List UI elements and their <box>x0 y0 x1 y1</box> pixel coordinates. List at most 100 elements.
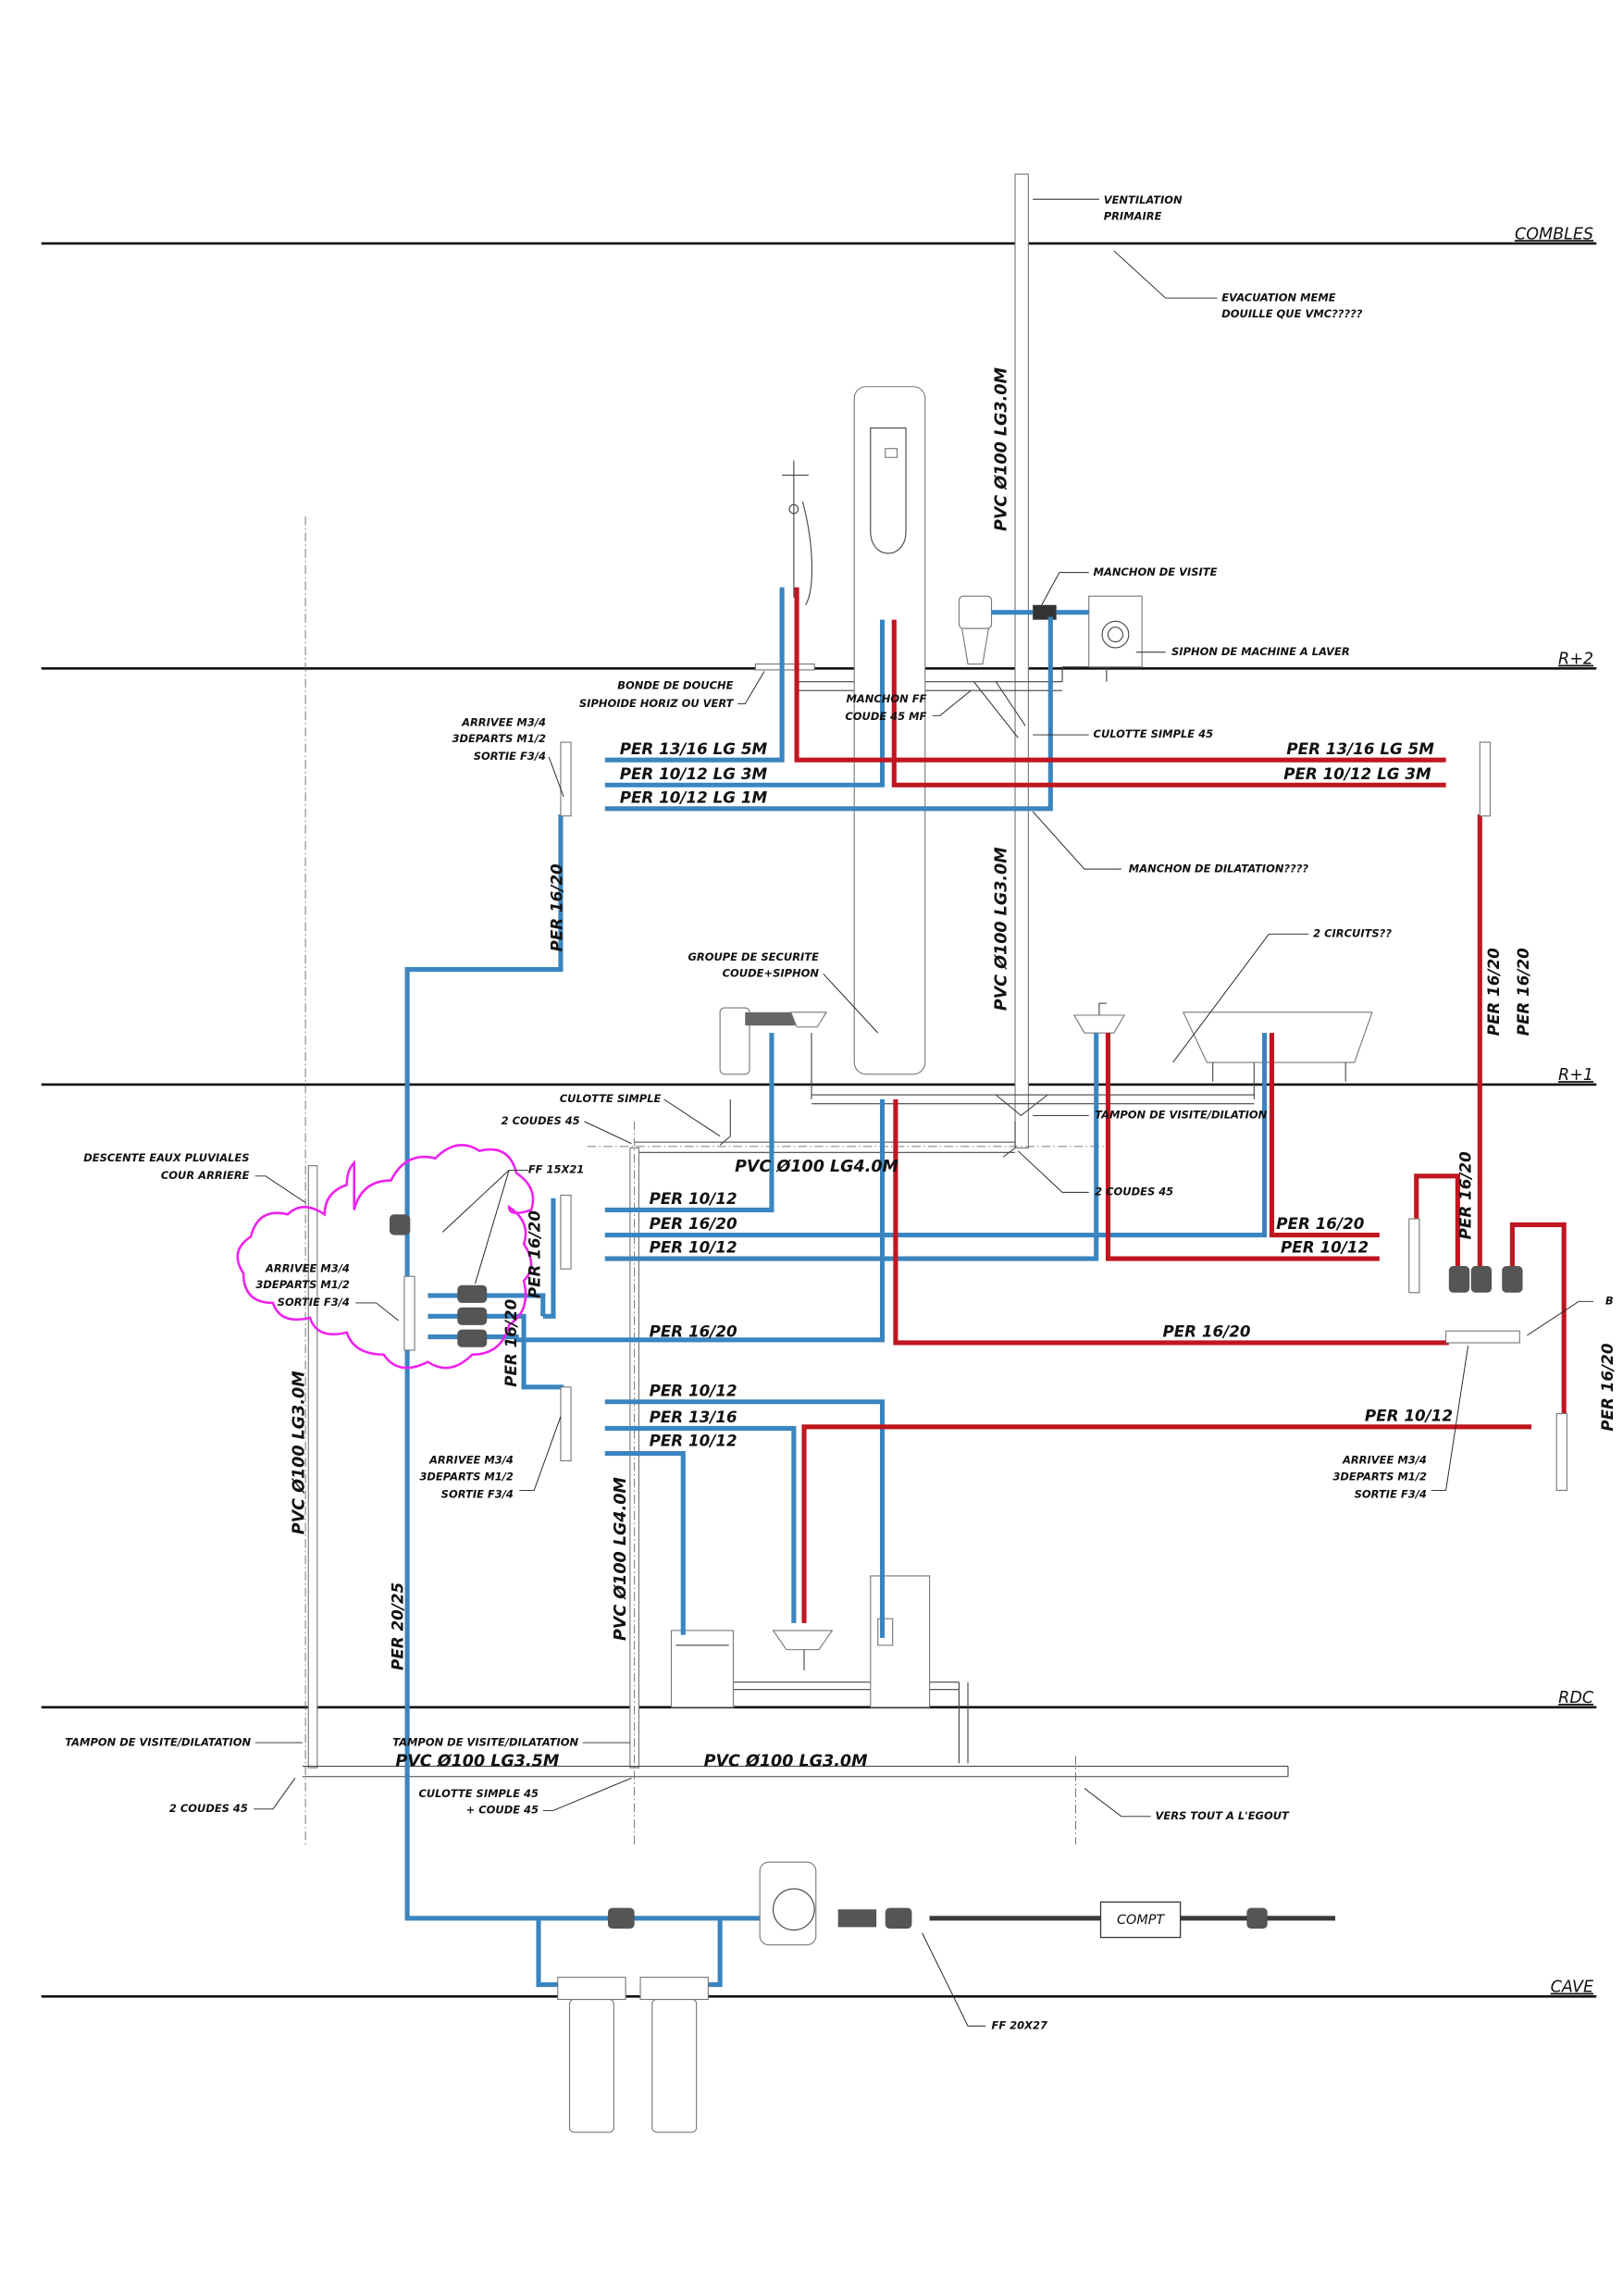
manifold-b <box>1445 1330 1520 1344</box>
level-label-r2: R+2 <box>1558 651 1593 669</box>
manifold-rdc-cold <box>560 1386 572 1462</box>
label-descente-1: DESCENTE EAUX PLUVIALES <box>83 1151 249 1164</box>
meter-label: COMPT <box>1117 1913 1165 1928</box>
per-13-16-cold-shower <box>604 587 785 763</box>
manifold-r2-hot <box>1479 741 1492 817</box>
label-pvc-vent-upper: PVC Ø100 LG3.0M <box>992 367 1010 531</box>
label-tampon-r1: TAMPON DE VISITE/DILATION <box>1095 1109 1268 1122</box>
safety-group-icon <box>719 1007 827 1075</box>
label-culotte-simple: CULOTTE SIMPLE <box>560 1092 662 1105</box>
label-collector-rdc-3: SORTIE F3/4 <box>441 1487 514 1500</box>
water-meter: COMPT <box>1099 1901 1182 1939</box>
water-filter-icons <box>557 1977 709 2133</box>
label-per-10-12-1m-cold: PER 10/12 LG 1M <box>620 788 768 806</box>
label-per-16-20-bath: PER 16/20 <box>650 1214 737 1233</box>
label-manchon-visite: MANCHON DE VISITE <box>1094 565 1218 578</box>
label-manchon-ff-1: MANCHON FF <box>846 692 926 705</box>
label-culotte-coude-2: + COUDE 45 <box>466 1804 539 1817</box>
per-10-12-safety-group <box>604 1033 774 1213</box>
level-label-combles: COMBLES <box>1515 225 1593 243</box>
rdc-appliance-drain <box>683 1682 969 1764</box>
label-ventilation-1: VENTILATION <box>1104 193 1183 206</box>
shower-icon <box>754 460 815 671</box>
valve-link-2 <box>1509 1222 1567 1420</box>
per-10-12-hot-basin <box>891 619 1446 788</box>
label-tampon-mid: TAMPON DE VISITE/DILATATION <box>392 1735 578 1748</box>
label-pvc-vent-lower: PVC Ø100 LG3.0M <box>992 847 1010 1011</box>
label-collector-r2-2: 3DEPARTS M1/2 <box>452 732 546 745</box>
label-ff-15x21: FF 15X21 <box>528 1163 584 1176</box>
per-16-20-bath-cold <box>604 1033 1268 1238</box>
label-per-16-20-heater-cold: PER 16/20 <box>650 1322 737 1341</box>
label-collector-r2-1: ARRIVEE M3/4 <box>461 715 546 728</box>
label-egout: VERS TOUT A L'EGOUT <box>1156 1809 1290 1822</box>
label-per-20-25: PER 20/25 <box>388 1582 406 1670</box>
per-10-12-basin-cold <box>604 1033 1099 1261</box>
valve-link-1 <box>1414 1173 1460 1272</box>
label-collector-cloud-1: ARRIVEE M3/4 <box>265 1261 350 1274</box>
fridge-icon <box>870 1575 931 1708</box>
rainwater-downpipe <box>307 1165 318 1769</box>
kitchen-sink-icon <box>772 1630 834 1670</box>
manifold-r2-cold <box>560 741 572 817</box>
rdc-horizontal-pvc <box>302 1766 1289 1778</box>
label-per-10-12-safety: PER 10/12 <box>650 1189 737 1208</box>
per-10-12-cold-wm <box>604 610 1089 812</box>
label-groupe-2: COUDE+SIPHON <box>723 967 820 980</box>
label-collector-cloud-2: 3DEPARTS M1/2 <box>255 1278 350 1291</box>
label-bonde-2: SIPHOIDE HORIZ OU VERT <box>579 697 735 710</box>
label-pvc-rdc-left: PVC Ø100 LG3.5M <box>395 1753 559 1771</box>
r2-culotte <box>973 681 1026 738</box>
label-per-13-16-5m-cold: PER 13/16 LG 5M <box>620 739 768 758</box>
per-16-20-bath-hot <box>1269 1033 1380 1238</box>
manifold-r1-hot <box>1408 1218 1420 1294</box>
label-siphon-machine: SIPHON DE MACHINE A LAVER <box>1171 645 1350 658</box>
annotations: VENTILATION PRIMAIRE EVACUATION MEME DOU… <box>65 193 1614 2031</box>
pvc-drainage <box>302 173 1289 1845</box>
label-collector-rdc-1: ARRIVEE M3/4 <box>428 1454 514 1467</box>
per-16-20-heater-hot <box>893 1098 1449 1346</box>
r1-drain-branch <box>811 1033 1255 1105</box>
label-per-10-12-basin-hot: PER 10/12 <box>1281 1238 1369 1257</box>
label-groupe-1: GROUPE DE SECURITE <box>688 950 820 963</box>
label-per-13-16-sink: PER 13/16 <box>650 1408 737 1426</box>
manifold-r1-cold <box>560 1194 572 1270</box>
level-label-cave: CAVE <box>1551 1979 1594 1997</box>
per-10-12-sink-hot <box>801 1424 1532 1623</box>
label-culotte-coude-1: CULOTTE SIMPLE 45 <box>418 1787 539 1800</box>
per-10-12-basin-hot <box>1105 1033 1380 1261</box>
label-collector-rdc-2: 3DEPARTS M1/2 <box>419 1470 514 1483</box>
label-collector-r2-3: SORTIE F3/4 <box>474 750 546 763</box>
per-16-20-riser <box>404 814 761 1921</box>
label-manchon-dilatation: MANCHON DE DILATATION???? <box>1129 862 1309 875</box>
label-per-16-20-bath-hot: PER 16/20 <box>1276 1214 1364 1233</box>
floor-lines: COMBLES R+2 R+1 RDC CAVE <box>41 225 1597 1998</box>
manifold-cloud <box>403 1275 415 1351</box>
label-collector-cloud-3: SORTIE F3/4 <box>278 1296 350 1309</box>
r2-drain-branch <box>797 666 1108 691</box>
culotte-simple <box>719 1098 731 1146</box>
label-per-16-20-riser-hot: PER 16/20 <box>1484 948 1503 1036</box>
label-pvc-stack-middle: PVC Ø100 LG4.0M <box>612 1477 630 1641</box>
level-label-rdc: RDC <box>1558 1689 1594 1707</box>
per-13-16-hot-shower <box>794 587 1446 763</box>
axis-lines <box>304 516 1076 1845</box>
label-collector-right-1: ARRIVEE M3/4 <box>1342 1454 1427 1467</box>
label-tampon-left: TAMPON DE VISITE/DILATATION <box>65 1735 251 1748</box>
revision-cloud <box>236 1144 535 1370</box>
label-per-10-12-fridge: PER 10/12 <box>650 1381 737 1399</box>
washbasin-r1-icon <box>1072 1002 1125 1034</box>
label-evacuation-1: EVACUATION MEME <box>1221 291 1336 304</box>
label-coudes-45-r1-right: 2 COUDES 45 <box>1095 1185 1173 1198</box>
label-per-16-20-right: PER 16/20 <box>1598 1343 1617 1431</box>
pipe-labels: PVC Ø100 LG3.0M PVC Ø100 LG3.0M PVC Ø100… <box>291 367 1617 1771</box>
filter-bypass <box>536 1917 723 1988</box>
main-vent-stack <box>1014 173 1029 1149</box>
per-10-12-cold-basin <box>604 619 886 788</box>
label-evacuation-2: DOUILLE QUE VMC????? <box>1221 307 1362 320</box>
fitting-manchon-visite-icon <box>1033 604 1057 620</box>
label-per-16-20-cloud-2: PER 16/20 <box>502 1298 520 1386</box>
label-coudes-45-rdc: 2 COUDES 45 <box>169 1802 248 1815</box>
label-per-13-16-5m-hot: PER 13/16 LG 5M <box>1286 739 1434 758</box>
